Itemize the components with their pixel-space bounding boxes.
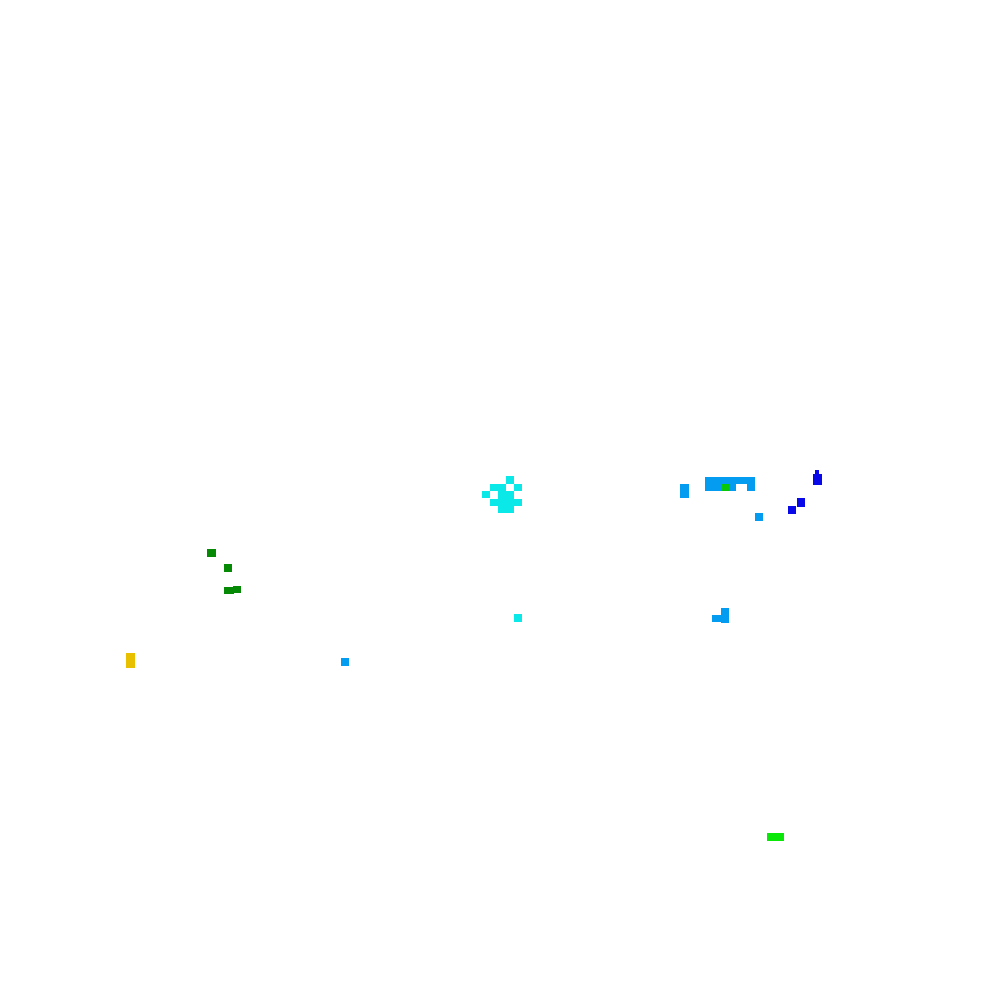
pixel-block-blue	[813, 474, 822, 485]
pixel-block-green	[207, 549, 216, 557]
pixel-block-cyan	[498, 506, 514, 513]
pixel-block-green	[233, 586, 241, 593]
pixel-block-blue	[797, 498, 805, 507]
pixel-block-sky	[705, 484, 722, 491]
pixel-block-green	[224, 564, 232, 572]
pixel-block-cyan	[490, 499, 522, 506]
pixel-block-cyan	[490, 484, 506, 491]
pixel-block-sky	[705, 477, 755, 484]
pixel-block-sky	[341, 658, 349, 666]
pixel-block-cyan	[514, 484, 522, 491]
pixel-block-sky	[747, 484, 755, 491]
pixel-block-sky	[721, 608, 729, 623]
pixel-block-cyan	[506, 476, 514, 484]
pixel-block-bright_green	[722, 484, 730, 491]
pixel-block-sky	[680, 484, 689, 498]
pixel-block-cyan	[498, 491, 514, 499]
pixel-block-cyan	[514, 614, 522, 622]
pixel-block-sky	[755, 513, 763, 521]
pixel-block-lime	[767, 833, 784, 841]
pixel-block-sky	[730, 484, 736, 491]
pixel-block-sky	[712, 615, 722, 622]
pixel-block-cyan	[482, 491, 490, 498]
pixel-block-blue	[815, 470, 819, 474]
pixel-block-yellow	[126, 653, 135, 668]
pixel-block-green	[224, 587, 234, 594]
pixel-block-blue	[788, 506, 796, 514]
